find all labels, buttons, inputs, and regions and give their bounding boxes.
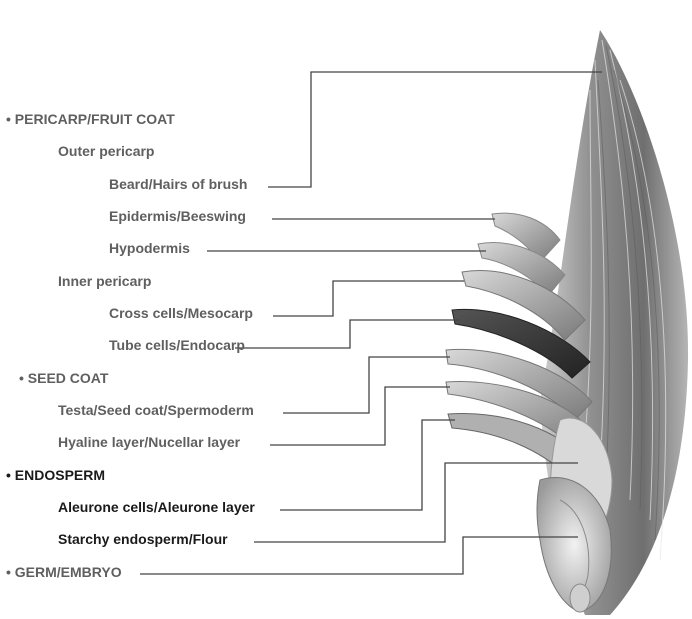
leader-starchy xyxy=(254,463,578,542)
leader-beard xyxy=(268,72,602,187)
label-tube-cells: Tube cells/Endocarp xyxy=(109,337,245,353)
label-cross-cells: Cross cells/Mesocarp xyxy=(109,305,253,321)
leader-hyaline xyxy=(270,387,450,445)
label-inner-pericarp: Inner pericarp xyxy=(58,273,151,289)
label-hyaline: Hyaline layer/Nucellar layer xyxy=(58,434,240,450)
leader-cross-cells xyxy=(273,281,464,316)
label-germ: • GERM/EMBRYO xyxy=(6,564,122,580)
label-epidermis: Epidermis/Beeswing xyxy=(109,208,246,224)
leader-testa xyxy=(283,357,450,413)
label-starchy: Starchy endosperm/Flour xyxy=(58,531,228,547)
label-endosperm: • ENDOSPERM xyxy=(6,467,105,483)
label-aleurone: Aleurone cells/Aleurone layer xyxy=(58,499,255,515)
label-hypodermis: Hypodermis xyxy=(109,240,190,256)
label-pericarp: • PERICARP/FRUIT COAT xyxy=(6,111,175,127)
label-testa: Testa/Seed coat/Spermoderm xyxy=(58,402,254,418)
label-outer-pericarp: Outer pericarp xyxy=(58,143,154,159)
leader-tube-cells xyxy=(235,320,460,348)
label-beard: Beard/Hairs of brush xyxy=(109,176,247,192)
label-seed-coat: • SEED COAT xyxy=(19,370,108,386)
leader-aleurone xyxy=(280,420,455,510)
